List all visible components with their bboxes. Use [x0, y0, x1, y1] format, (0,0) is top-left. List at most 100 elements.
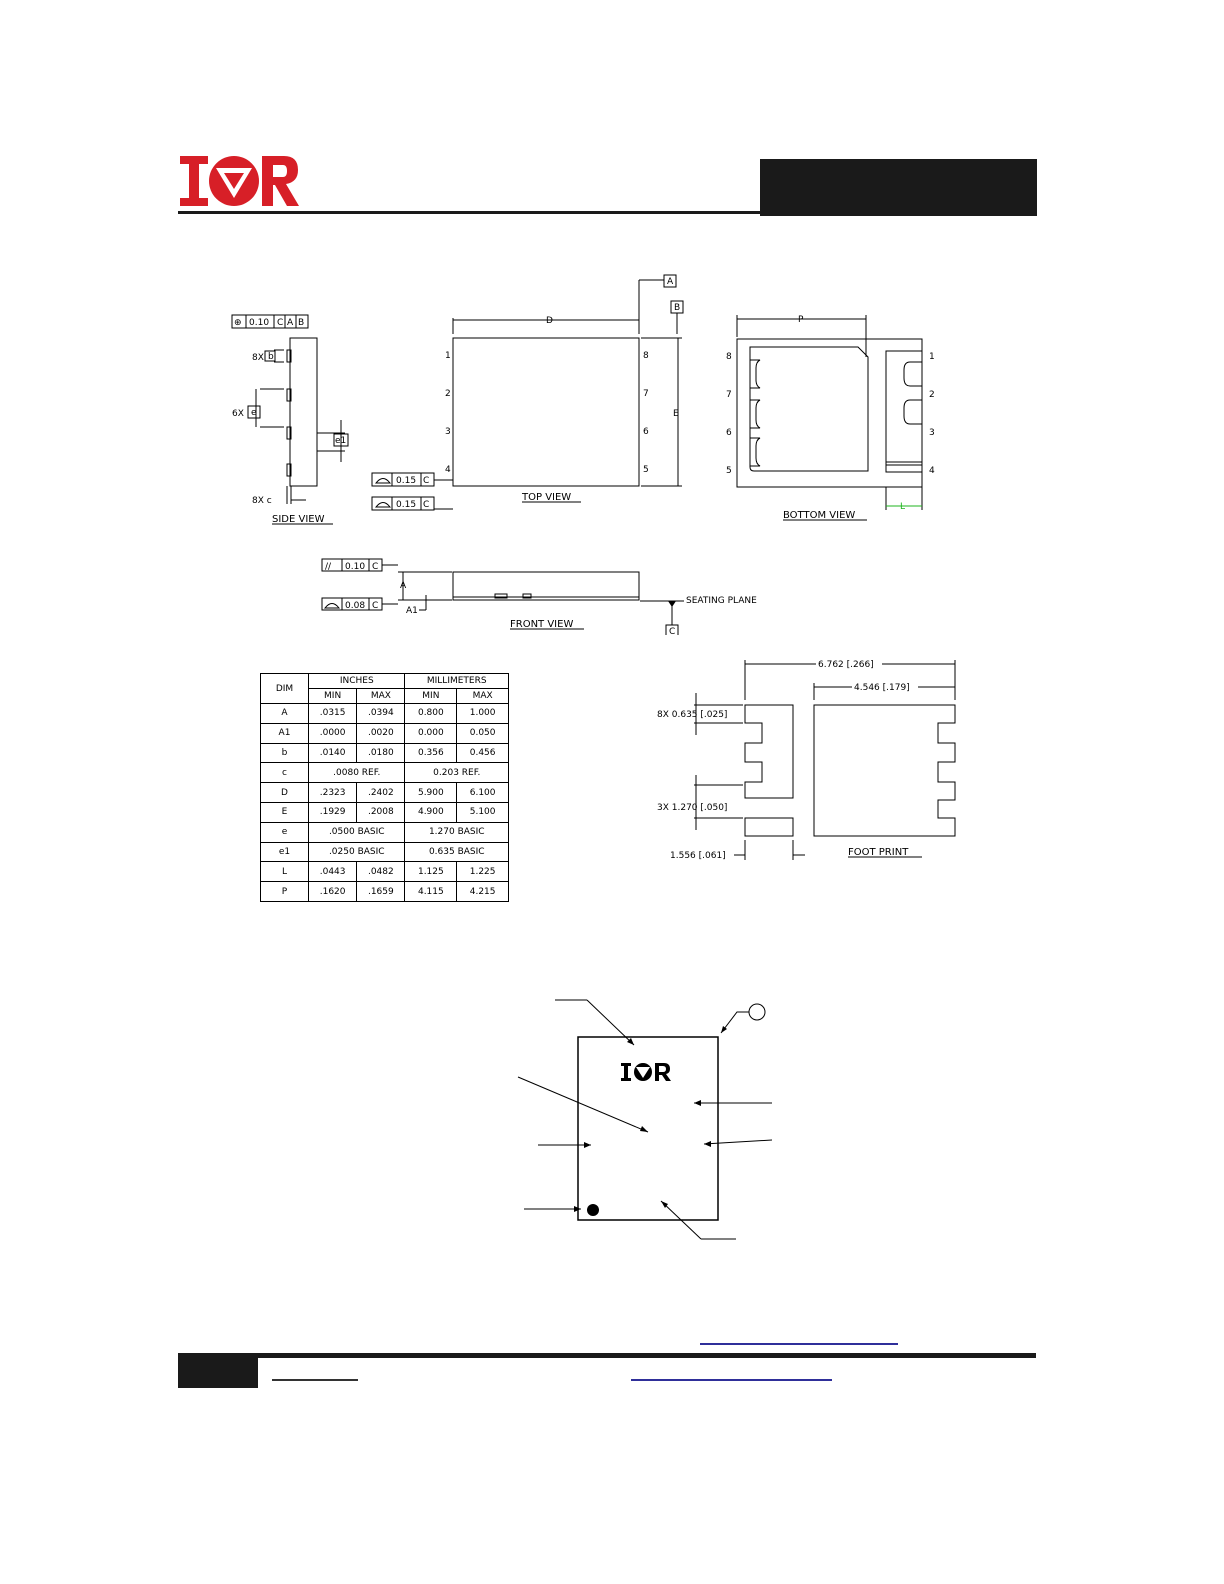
- side-e-label: e: [251, 408, 257, 418]
- row-in-min: .0000: [307, 722, 358, 744]
- bottom-pin-2: 2: [929, 390, 935, 400]
- side-b-label: b: [268, 352, 274, 362]
- row-in-max: .0180: [356, 742, 406, 764]
- top-fcf2-tolerance: 0.15: [396, 500, 416, 510]
- table-row: L .0443 .0482 1.125 1.225: [260, 861, 509, 883]
- row-dim: E: [260, 801, 309, 823]
- top-pin-3: 3: [445, 427, 451, 437]
- footer-page-block: [178, 1353, 258, 1388]
- table-row: e .0500 BASIC 1.270 BASIC: [260, 821, 509, 843]
- row-mm-max: 6.100: [456, 782, 509, 803]
- dimension-table: DIM INCHES MILLIMETERS MIN MAX MIN MAX A…: [260, 673, 509, 902]
- row-mm-min: 4.900: [404, 801, 458, 823]
- side-view-title: SIDE VIEW: [272, 514, 325, 525]
- top-pin-8: 8: [643, 351, 649, 361]
- mm-min-header: MIN: [404, 688, 458, 704]
- top-fcf2-datum: C: [423, 500, 429, 510]
- bottom-pin-8: 8: [726, 352, 732, 362]
- side-fcf-symbol: ⊕: [234, 318, 242, 328]
- side-e-count: 6X: [232, 409, 244, 419]
- inches-header: INCHES: [307, 673, 406, 689]
- row-dim: D: [260, 782, 309, 803]
- row-dim: e: [260, 821, 309, 843]
- part-marking-diagram: [517, 999, 773, 1240]
- front-view-title: FRONT VIEW: [510, 619, 573, 630]
- row-mm-min: 1.125: [404, 861, 458, 883]
- row-in-max: .0394: [356, 703, 406, 724]
- row-in-max: .1659: [356, 881, 406, 902]
- row-mm-span: 1.270 BASIC: [404, 821, 509, 843]
- top-view-title: TOP VIEW: [521, 492, 571, 503]
- row-in-max: .2402: [356, 782, 406, 803]
- table-row: D .2323 .2402 5.900 6.100: [260, 782, 509, 803]
- row-in-max: .0020: [356, 722, 406, 744]
- table-row: e1 .0250 BASIC 0.635 BASIC: [260, 841, 509, 863]
- in-max-header: MAX: [356, 688, 406, 704]
- fp-pad-len-dim: 1.556 [.061]: [670, 851, 726, 861]
- top-pin-7: 7: [643, 389, 649, 399]
- row-in-min: .2323: [307, 782, 358, 803]
- side-c-label: 8X c: [252, 496, 272, 506]
- row-mm-max: 4.215: [456, 881, 509, 902]
- front-view: // 0.10 C 0.08 C A A1 C SEATING PLANE FR…: [321, 558, 757, 635]
- bottom-pin-3: 3: [929, 428, 935, 438]
- row-mm-span: 0.203 REF.: [404, 762, 509, 784]
- marking-ir-logo: [621, 1063, 671, 1081]
- row-mm-max: 0.456: [456, 742, 509, 764]
- side-fcf-datum-a: A: [287, 318, 294, 328]
- bottom-pin-5: 5: [726, 466, 732, 476]
- front-fcf-flat-tolerance: 0.08: [345, 601, 365, 611]
- row-mm-min: 0.800: [404, 703, 458, 724]
- row-in-span: .0500 BASIC: [307, 821, 406, 843]
- side-fcf-datum-c: C: [277, 318, 283, 328]
- side-b-count: 8X: [252, 353, 264, 363]
- bottom-view-labels: P L 8 7 6 5 1 2 3 4 BOTTOM VIEW: [726, 315, 935, 521]
- footer-rule: [178, 1353, 1036, 1358]
- front-dim-a1: A1: [406, 606, 418, 616]
- row-dim: P: [260, 881, 309, 902]
- footer-link-underline[interactable]: [700, 1343, 898, 1345]
- row-dim: L: [260, 861, 309, 883]
- bottom-dim-l: L: [900, 502, 905, 512]
- bottom-pin-1: 1: [929, 352, 935, 362]
- row-mm-min: 4.115: [404, 881, 458, 902]
- in-min-header: MIN: [307, 688, 358, 704]
- bottom-pin-4: 4: [929, 466, 935, 476]
- front-fcf-parallel-symbol: //: [325, 562, 332, 572]
- row-mm-max: 0.050: [456, 722, 509, 744]
- bottom-pin-7: 7: [726, 390, 732, 400]
- row-dim: A: [260, 703, 309, 724]
- ir-logo: [180, 156, 299, 206]
- top-pin-1: 1: [445, 351, 451, 361]
- top-dim-e: E: [673, 409, 679, 419]
- row-mm-max: 1.000: [456, 703, 509, 724]
- footer-website-underline[interactable]: [631, 1379, 832, 1381]
- front-fcf-parallel-tolerance: 0.10: [345, 562, 365, 572]
- top-pin-5: 5: [643, 465, 649, 475]
- row-in-min: .0443: [307, 861, 358, 883]
- dim-header: DIM: [260, 673, 309, 704]
- row-mm-span: 0.635 BASIC: [404, 841, 509, 863]
- fp-pitch-dim: 3X 1.270 [.050]: [657, 803, 727, 813]
- table-row: A .0315 .0394 0.800 1.000: [260, 703, 509, 724]
- package-outline-drawing: ⊕ 0.10 C A B 8X b 6X e e1 8X c SIDE VIEW…: [231, 274, 684, 525]
- millimeters-header: MILLIMETERS: [404, 673, 509, 689]
- row-in-min: .0140: [307, 742, 358, 764]
- row-mm-min: 5.900: [404, 782, 458, 803]
- seating-plane-label: SEATING PLANE: [686, 596, 757, 606]
- side-fcf-tolerance: 0.10: [249, 318, 269, 328]
- row-in-min: .1620: [307, 881, 358, 902]
- row-in-span: .0250 BASIC: [307, 841, 406, 863]
- top-pin-4: 4: [445, 465, 451, 475]
- row-mm-max: 5.100: [456, 801, 509, 823]
- row-dim: b: [260, 742, 309, 764]
- bottom-view-title: BOTTOM VIEW: [783, 510, 855, 521]
- top-datum-b: B: [674, 303, 680, 313]
- top-dim-d: D: [546, 316, 553, 326]
- top-fcf1-datum: C: [423, 476, 429, 486]
- side-fcf-datum-b: B: [298, 318, 304, 328]
- table-row: A1 .0000 .0020 0.000 0.050: [260, 722, 509, 744]
- table-row: c .0080 REF. 0.203 REF.: [260, 762, 509, 784]
- header-title-bar: [760, 159, 1037, 216]
- header-rule: [178, 211, 760, 214]
